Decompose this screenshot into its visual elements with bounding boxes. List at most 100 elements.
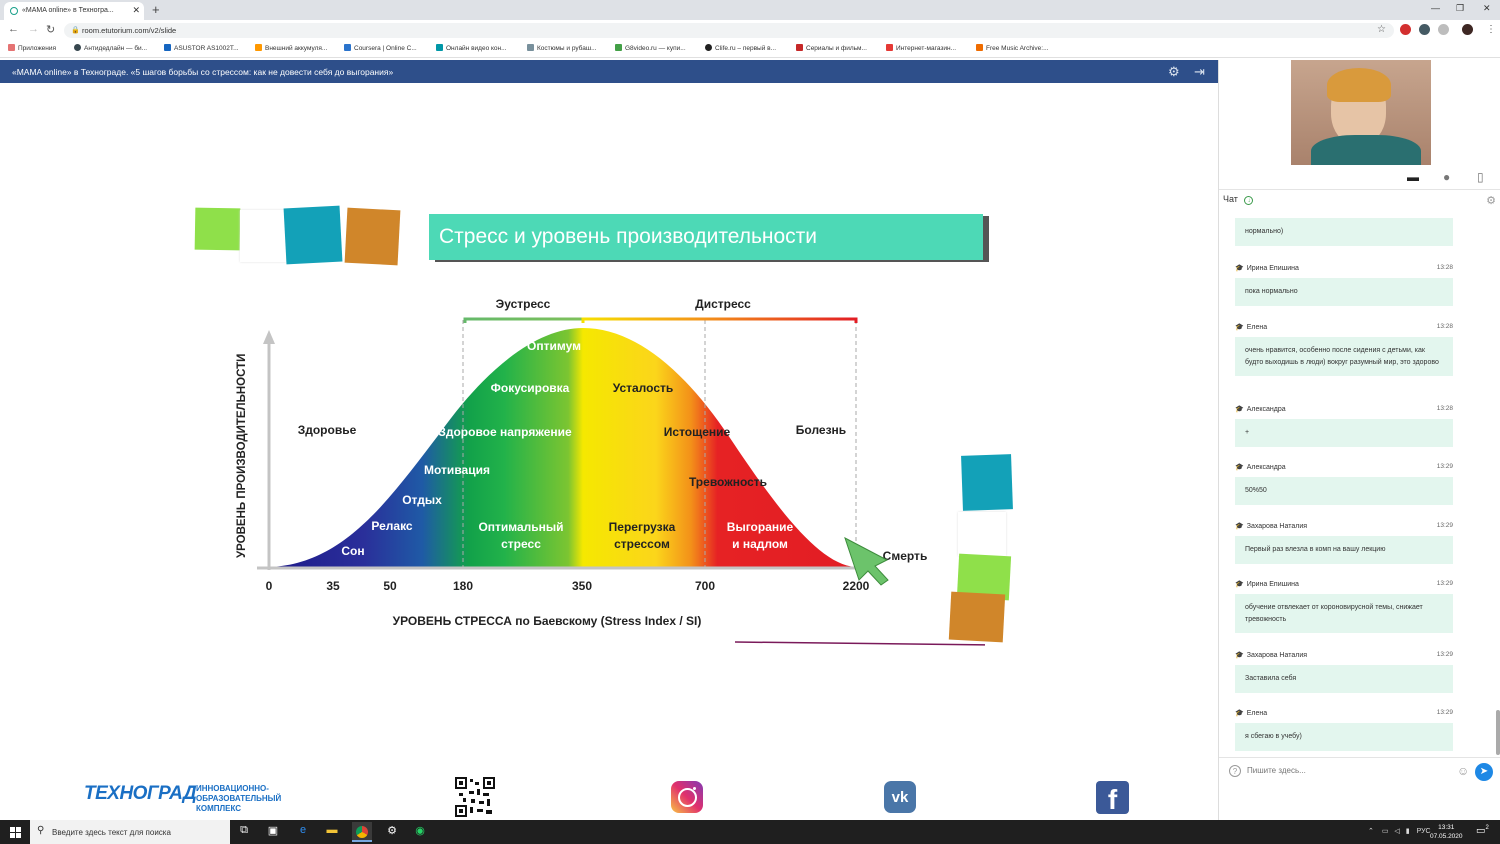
vk-icon[interactable]: vk	[884, 781, 916, 813]
bottom-label-overload-1: Перегрузка	[609, 520, 676, 534]
bookmark-apps[interactable]: Приложения	[8, 44, 56, 52]
profile-avatar-icon[interactable]	[1462, 24, 1473, 35]
chat-message: 🎓Елена 13:28 очень нравится, особенно по…	[1235, 323, 1453, 376]
bookmark-star-icon[interactable]: ☆	[1377, 24, 1386, 35]
network-icon[interactable]: ▭	[1381, 828, 1389, 835]
eustress-label: Эустресс	[496, 297, 551, 311]
decor-square	[344, 207, 401, 266]
speaker-video	[1291, 60, 1431, 165]
bookmark-favicon-icon	[74, 44, 81, 51]
bookmark-item[interactable]: Онлайн видео кон...	[436, 44, 507, 52]
battery-icon[interactable]: ▮	[1405, 828, 1410, 835]
chat-settings-icon[interactable]: ⚙	[1486, 195, 1496, 207]
browser-tab[interactable]: «MAMA online» в Техногра... ✕	[4, 2, 144, 20]
extension-icon[interactable]	[1400, 24, 1411, 35]
graduation-cap-icon: 🎓	[1235, 324, 1244, 331]
reload-icon[interactable]: ↻	[46, 24, 56, 36]
folder-icon[interactable]: ▬	[326, 824, 338, 836]
bookmark-item[interactable]: Coursera | Online C...	[344, 44, 417, 52]
message-text: +	[1235, 419, 1453, 447]
y-axis-arrow-icon	[263, 330, 275, 344]
window-close-icon[interactable]: ✕	[1483, 3, 1491, 13]
facebook-icon[interactable]: f	[1096, 781, 1129, 815]
chat-message: 🎓Ирина Епишина 13:29 обучение отвлекает …	[1235, 580, 1453, 633]
x-axis-label: УРОВЕНЬ СТРЕССА по Баевскому (Stress Ind…	[393, 614, 702, 628]
chat-message: 🎓Ирина Епишина 13:28 пока нормально	[1235, 264, 1453, 306]
x-tick-label: 180	[453, 579, 473, 593]
cart-icon	[164, 44, 171, 51]
curve-label-exhaustion: Истощение	[664, 425, 731, 439]
decor-square	[240, 210, 286, 262]
bookmark-item[interactable]: Внешний аккумуля...	[255, 44, 327, 52]
tray-chevron-icon[interactable]: ⌃	[1368, 828, 1374, 835]
lock-icon: 🔒	[71, 27, 80, 34]
x-tick-label: 350	[572, 579, 592, 593]
url-field[interactable]: 🔒 room.etutorium.com/v2/slide ☆	[64, 23, 1394, 38]
instagram-icon[interactable]	[671, 781, 703, 813]
graduation-cap-icon: 🎓	[1235, 710, 1244, 717]
bookmark-item[interactable]: Антидедлайн — би...	[74, 44, 147, 52]
bookmark-item[interactable]: Free Music Archive:...	[976, 44, 1049, 52]
language-indicator[interactable]: РУС	[1416, 828, 1431, 835]
chat-scrollbar[interactable]	[1496, 710, 1500, 755]
participants-tab-icon[interactable]: ●	[1443, 170, 1451, 184]
message-time: 13:29	[1436, 709, 1453, 716]
bookmark-item[interactable]: Сериалы и фильм...	[796, 44, 867, 52]
send-button[interactable]: ➤	[1475, 763, 1493, 781]
edge-icon[interactable]: e	[299, 824, 307, 836]
explorer-app-icon[interactable]: ▣	[267, 825, 279, 837]
help-icon[interactable]: ?	[1229, 765, 1241, 777]
curve-label-fatigue: Усталость	[613, 381, 674, 395]
task-view-icon[interactable]: ⧉	[240, 824, 248, 836]
chat-tab-icon[interactable]: ▬	[1407, 170, 1419, 184]
curve-label-healthy-tension: Здоровое напряжение	[438, 425, 572, 439]
search-icon: ⚲	[37, 825, 45, 836]
extension-icon[interactable]	[1419, 24, 1430, 35]
volume-icon[interactable]: ◁	[1394, 828, 1400, 835]
bookmark-item[interactable]: Интернет-магазин...	[886, 44, 956, 52]
bookmarks-bar: Приложения Антидедлайн — би... ASUSTOR A…	[0, 40, 1500, 58]
clock[interactable]: 13:31 07.05.2020	[1430, 824, 1463, 840]
chat-message: нормально)	[1235, 208, 1453, 246]
windows-taskbar: ⚲ Введите здесь текст для поиска ⧉ ▣ e ▬…	[0, 820, 1500, 844]
taskbar-search[interactable]: ⚲ Введите здесь текст для поиска	[30, 820, 230, 844]
bottom-label-overload-2: стрессом	[614, 537, 670, 551]
message-text: обучение отвлекает от короновирусной тем…	[1235, 594, 1453, 633]
minimize-icon[interactable]: —	[1431, 3, 1440, 13]
message-time: 13:29	[1436, 651, 1453, 658]
files-tab-icon[interactable]: ▯	[1477, 170, 1484, 184]
tab-close-icon[interactable]: ✕	[132, 5, 140, 15]
message-time: 13:28	[1436, 323, 1453, 330]
bookmark-item[interactable]: Костюмы и рубаш...	[527, 44, 597, 52]
curve-label-anxiety: Тревожность	[689, 475, 767, 489]
notifications-icon[interactable]: ▭2	[1476, 825, 1489, 837]
extension-icon[interactable]	[1438, 24, 1449, 35]
bookmark-favicon-icon	[255, 44, 262, 51]
bookmark-item[interactable]: ASUSTOR AS1002T...	[164, 44, 239, 52]
chrome-icon[interactable]	[352, 822, 372, 842]
forward-icon[interactable]: →	[28, 23, 39, 35]
message-author: Александра	[1246, 464, 1286, 471]
settings-gear-icon[interactable]: ⚙	[1168, 64, 1180, 79]
back-icon[interactable]: ←	[8, 23, 19, 35]
new-tab-icon[interactable]: +	[152, 2, 160, 17]
whatsapp-icon[interactable]: ◉	[415, 825, 425, 837]
x-tick-label: 35	[326, 579, 340, 593]
bookmark-item[interactable]: G8video.ru — купи...	[615, 44, 686, 52]
maximize-icon[interactable]: ❐	[1456, 3, 1465, 13]
download-icon[interactable]: ↓	[1244, 196, 1254, 205]
exit-icon[interactable]: ⇥	[1194, 64, 1205, 79]
bell-curve	[270, 328, 855, 567]
message-time: 13:29	[1436, 580, 1453, 587]
windows-start-icon[interactable]	[10, 827, 21, 838]
browser-menu-icon[interactable]: ⋮	[1486, 24, 1496, 35]
emoji-icon[interactable]: ☺	[1457, 764, 1470, 778]
decor-square	[948, 591, 1006, 643]
globe-icon	[436, 44, 443, 51]
settings-app-icon[interactable]: ⚙	[387, 825, 397, 837]
bookmark-item[interactable]: Clife.ru – первый в...	[705, 44, 776, 52]
eustress-bracket	[463, 317, 585, 323]
chat-message: 🎓Александра 13:28 +	[1235, 405, 1453, 447]
tab-title: «MAMA online» в Техногра...	[22, 7, 114, 14]
chat-input[interactable]	[1247, 766, 1447, 775]
